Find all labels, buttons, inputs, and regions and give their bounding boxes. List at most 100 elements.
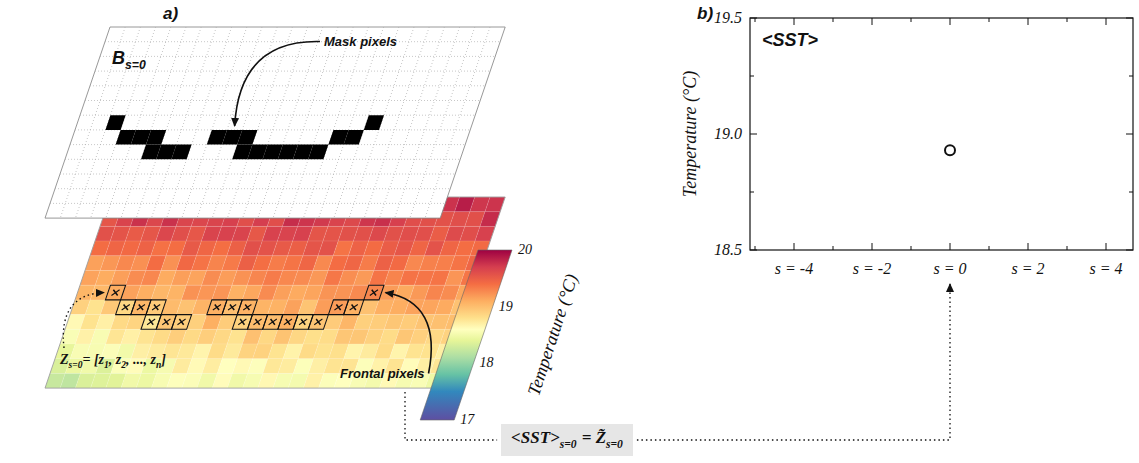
x-tick-label: s = 0 — [933, 260, 966, 278]
x-tick-label: s = -4 — [775, 260, 813, 278]
mask-pixel — [171, 145, 191, 160]
y-axis-title: Temperature (°C) — [680, 71, 701, 197]
mask-pixel — [308, 145, 328, 160]
vector-formula-text: ] — [161, 352, 166, 367]
y-tick-label: 19.0 — [714, 125, 742, 143]
frontal-mark — [299, 319, 307, 325]
panel-label-text: a) — [163, 4, 178, 23]
mask-pixel — [237, 130, 257, 145]
frontal-mark — [238, 319, 246, 325]
sst-pixel — [475, 226, 495, 241]
subscript: s=0 — [560, 438, 577, 451]
y-tick-label: 19.5 — [714, 9, 742, 27]
frontal-mark — [243, 304, 251, 310]
panel-label: a) — [163, 4, 178, 24]
mask-pixel — [146, 130, 166, 145]
frontal-mark — [152, 304, 160, 310]
layer-name: Bs=0 — [112, 48, 146, 72]
callout-label: Frontal pixels — [340, 366, 425, 381]
plot-title-text: <SST> — [762, 30, 818, 50]
subscript: s=0 — [606, 438, 623, 451]
colorbar-tick-text: 17 — [460, 412, 474, 427]
colorbar-tick-text: 18 — [479, 355, 493, 370]
frontal-mark — [284, 319, 292, 325]
mask-grid — [45, 27, 505, 218]
frontal-pixel — [146, 300, 166, 315]
axis-ticks — [750, 18, 1133, 250]
x-tick-label-text: s = -2 — [853, 260, 891, 277]
frontal-pixel — [237, 300, 257, 315]
colorbar-tick-text: 19 — [499, 299, 513, 314]
sst-pixel — [485, 197, 505, 212]
vector-formula-text: Z — [60, 352, 69, 367]
frontal-mark — [228, 304, 236, 310]
frontal-mark — [147, 319, 155, 325]
frontal-mark — [162, 319, 170, 325]
vector-formula-text: , z — [109, 352, 121, 367]
subscript: n — [156, 360, 161, 370]
callout-arrow — [386, 293, 432, 374]
mask-layer — [45, 27, 505, 218]
mask-pixel — [364, 115, 384, 130]
mean-point — [945, 145, 955, 155]
frontal-mark — [137, 304, 145, 310]
x-tick-label: s = 4 — [1089, 260, 1122, 278]
frontal-mark — [122, 304, 130, 310]
x-tick-label: s = 2 — [1011, 260, 1044, 278]
formula-text: <SST> — [511, 428, 560, 447]
mask-pixel — [105, 115, 125, 130]
frontal-mark — [350, 304, 358, 310]
frontal-pixel — [105, 285, 125, 300]
callout-arrow — [235, 41, 320, 125]
x-tick-label: s = -2 — [853, 260, 891, 278]
frontal-pixel — [171, 315, 191, 330]
x-tick-label-text: s = 4 — [1089, 260, 1122, 277]
plot-title: <SST> — [762, 30, 818, 51]
vector-formula-text: = [z — [82, 352, 104, 367]
frontal-pixel — [364, 285, 384, 300]
colorbar-tick-text: 20 — [518, 242, 532, 257]
colorbar-tick: 20 — [518, 242, 532, 258]
dotted-callout-arrow — [63, 293, 104, 348]
frontal-mark — [269, 319, 277, 325]
sst-layer — [45, 197, 505, 388]
sst-layer-outline — [45, 197, 505, 388]
colorbar-tick: 18 — [479, 355, 493, 371]
x-tick-label-text: s = 0 — [933, 260, 966, 277]
plot-frame — [750, 18, 1133, 250]
y-tick-label-text: 18.5 — [714, 241, 742, 258]
y-tick-label-text: 19.0 — [714, 125, 742, 142]
colorbar — [420, 250, 512, 420]
frontal-mark — [370, 290, 378, 296]
x-tick-label-text: s = 2 — [1011, 260, 1044, 277]
subscript: s=0 — [69, 360, 83, 370]
callout-label-text: Mask pixels — [324, 34, 397, 49]
frontal-mark — [213, 304, 221, 310]
mask-pixel — [344, 130, 364, 145]
colorbar-tick: 17 — [460, 412, 474, 428]
frontal-mark — [111, 290, 119, 296]
frontal-mark — [177, 319, 185, 325]
formula-box: <SST>s=0= Z̃s=0 — [501, 424, 633, 455]
formula-text: = Z̃ — [582, 428, 606, 447]
y-tick-label: 18.5 — [714, 241, 742, 259]
panel-label: b) — [697, 4, 713, 24]
subscript: 2 — [121, 360, 126, 370]
subscript: 1 — [104, 360, 109, 370]
frontal-pixel — [344, 300, 364, 315]
colorbar-title: Temperature (°C) — [523, 272, 582, 399]
mask-layer-ground — [45, 27, 505, 218]
frontal-mark — [314, 319, 322, 325]
layer-name-text: B — [112, 48, 125, 68]
callout-label-text: Frontal pixels — [340, 366, 425, 381]
colorbar-tick: 19 — [499, 299, 513, 315]
colorbar-title-text: Temperature (°C) — [523, 272, 581, 398]
frontal-mark — [334, 304, 342, 310]
callout-label: Mask pixels — [324, 34, 397, 49]
vector-formula-text: , ..., z — [126, 352, 156, 367]
frontal-pixel — [308, 315, 328, 330]
panel-label-text: b) — [697, 4, 713, 23]
dotted-leader — [405, 392, 497, 440]
sst-pixel — [480, 212, 500, 227]
